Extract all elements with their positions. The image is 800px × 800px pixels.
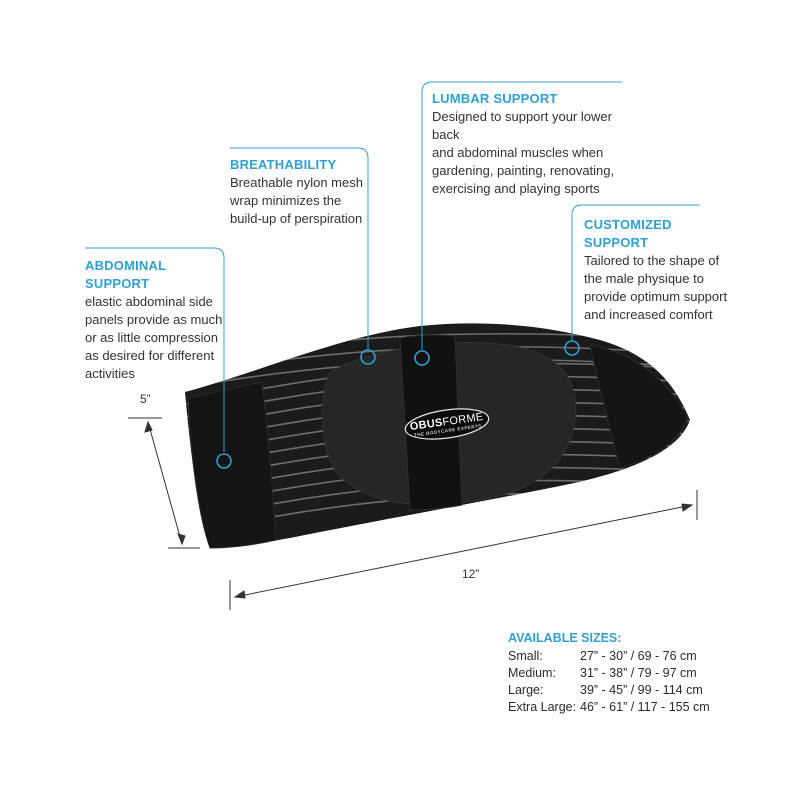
size-row: Small: 27” - 30” / 69 - 76 cm <box>508 648 710 665</box>
lumbar-callout: LUMBAR SUPPORT Designed to support your … <box>432 90 632 198</box>
callout-leaders <box>85 81 700 452</box>
height-arrow <box>147 421 183 545</box>
dimension-lines <box>128 417 698 610</box>
size-value: 39” - 45” / 99 - 114 cm <box>580 683 703 697</box>
callout-markers <box>216 340 580 469</box>
lumbar-marker <box>414 350 430 366</box>
breathability-desc: Breathable nylon mesh wrap minimizes the… <box>230 175 363 226</box>
sizes-title: AVAILABLE SIZES: <box>508 631 622 645</box>
customized-marker <box>564 340 580 356</box>
customized-leader <box>571 204 700 340</box>
abdominal-desc: elastic abdominal side panels provide as… <box>85 294 223 381</box>
left-side-panel <box>187 381 277 549</box>
height-arrowhead-bottom <box>177 533 186 546</box>
breathability-callout: BREATHABILITY Breathable nylon mesh wrap… <box>230 156 370 228</box>
customized-desc: Tailored to the shape of the male physiq… <box>584 253 728 322</box>
customized-title: CUSTOMIZED SUPPORT <box>584 217 672 250</box>
size-label: Extra Large: <box>508 700 577 714</box>
right-side-panel <box>589 344 689 469</box>
height-dimension-label: 5” <box>140 392 151 406</box>
size-label: Large: <box>508 683 544 697</box>
lumbar-desc: Designed to support your lower back and … <box>432 109 615 196</box>
size-label: Medium: <box>508 666 556 680</box>
size-value: 31” - 38” / 79 - 97 cm <box>580 666 697 680</box>
breathability-leader <box>230 147 369 350</box>
logo-badge <box>404 408 490 440</box>
abdominal-title: ABDOMINAL SUPPORT <box>85 258 166 291</box>
abdominal-leader <box>85 247 225 452</box>
sizes-table: AVAILABLE SIZES: Small: 27” - 30” / 69 -… <box>508 630 710 716</box>
breathability-marker <box>360 349 376 365</box>
customized-callout: CUSTOMIZED SUPPORT Tailored to the shape… <box>584 216 734 324</box>
lumbar-leader <box>421 81 622 350</box>
size-row: Large: 39” - 45” / 99 - 114 cm <box>508 682 710 699</box>
breathability-title: BREATHABILITY <box>230 157 337 172</box>
logo-text: OBUSFORME <box>409 411 484 433</box>
size-row: Extra Large: 46” - 61” / 117 - 155 cm <box>508 699 710 716</box>
width-dimension-label: 12” <box>462 567 480 581</box>
size-row: Medium: 31” - 38” / 79 - 97 cm <box>508 665 710 682</box>
height-arrowhead-top <box>144 420 153 433</box>
lumbar-title: LUMBAR SUPPORT <box>432 91 558 106</box>
width-arrowhead-right <box>681 503 694 512</box>
abdominal-callout: ABDOMINAL SUPPORT elastic abdominal side… <box>85 257 225 383</box>
size-value: 27” - 30” / 69 - 76 cm <box>580 649 697 663</box>
size-label: Small: <box>508 649 543 663</box>
size-value: 46” - 61” / 117 - 155 cm <box>580 700 710 714</box>
abdominal-marker <box>216 453 232 469</box>
width-arrowhead-left <box>233 590 246 599</box>
width-arrow <box>234 504 693 598</box>
